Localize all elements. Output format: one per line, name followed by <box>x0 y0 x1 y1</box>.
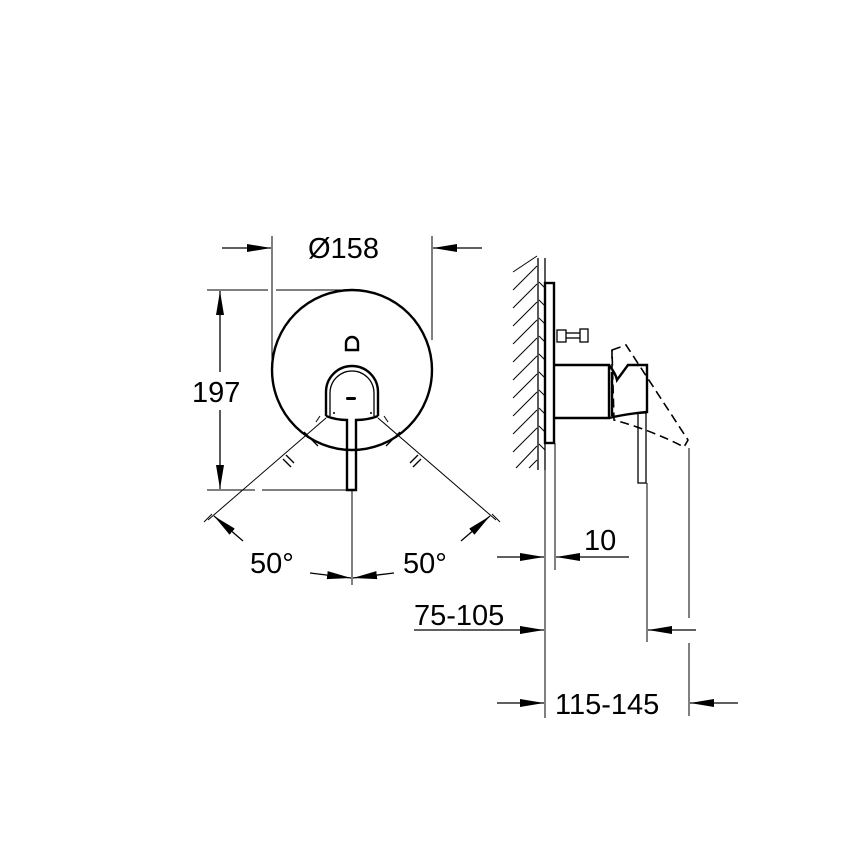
cover-plate <box>270 288 434 452</box>
angle-left-rays <box>207 415 327 521</box>
angle-right-label: 50° <box>403 548 447 580</box>
total-depth-label: 115-145 <box>555 689 659 721</box>
height-dimension: 197 <box>192 289 352 491</box>
side-view: 10 75-105 115-145 <box>414 255 738 721</box>
handle <box>324 364 380 492</box>
wall-hatching <box>512 255 546 470</box>
diverter-knob <box>556 328 589 343</box>
angle-left-label: 50° <box>250 548 294 580</box>
depth-label: 75-105 <box>414 600 504 632</box>
projection-label: 10 <box>584 525 616 557</box>
handle-side <box>555 344 689 484</box>
diverter-symbol <box>344 335 360 352</box>
angle-right-rays <box>377 415 497 521</box>
front-view: Ø158 197 <box>192 233 501 585</box>
diameter-dimension: Ø158 <box>222 233 482 372</box>
diameter-label: Ø158 <box>308 233 379 265</box>
height-label: 197 <box>192 377 240 409</box>
cover-plate-side <box>543 281 556 445</box>
